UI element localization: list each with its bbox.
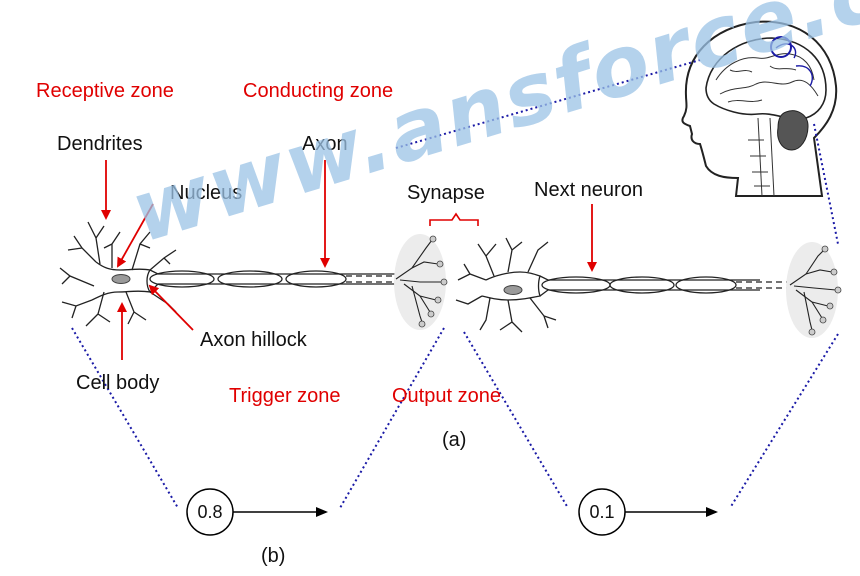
receptive-zone-label: Receptive zone	[36, 80, 174, 102]
panel-b-label: (b)	[261, 545, 286, 567]
next-neuron-label: Next neuron	[534, 179, 643, 201]
soma-outline	[91, 261, 152, 301]
first-neuron	[59, 221, 177, 327]
nucleus-arrow	[117, 203, 154, 268]
highlight-circle	[770, 36, 792, 58]
first-axon	[149, 269, 400, 293]
brain-head-illustration	[681, 20, 838, 197]
synapse-label: Synapse	[407, 182, 485, 204]
axon-hillock-label: Axon hillock	[200, 329, 307, 351]
next-terminal-shade	[786, 242, 838, 338]
synapse-brace	[429, 212, 479, 226]
axon-label: Axon	[302, 133, 348, 155]
cell-body-label: Cell body	[76, 372, 160, 394]
output-zone-label: Output zone	[392, 385, 501, 407]
nucleus-label: Nucleus	[170, 182, 243, 204]
panel-a-label: (a)	[442, 429, 467, 451]
node-value-2: 0.1	[589, 502, 615, 522]
next-terminals	[789, 249, 837, 331]
next-nucleus-shape	[503, 285, 523, 295]
next-neuron	[455, 237, 790, 333]
guide-lines	[71, 59, 839, 509]
conducting-zone-label: Conducting zone	[243, 80, 394, 102]
node-value-1: 0.8	[197, 502, 223, 522]
axon-hillock-arrow	[148, 284, 194, 331]
nucleus-shape	[111, 274, 131, 284]
trigger-zone-label: Trigger zone	[229, 385, 341, 407]
dendrites-label: Dendrites	[57, 133, 143, 155]
axon-terminals	[395, 239, 442, 323]
